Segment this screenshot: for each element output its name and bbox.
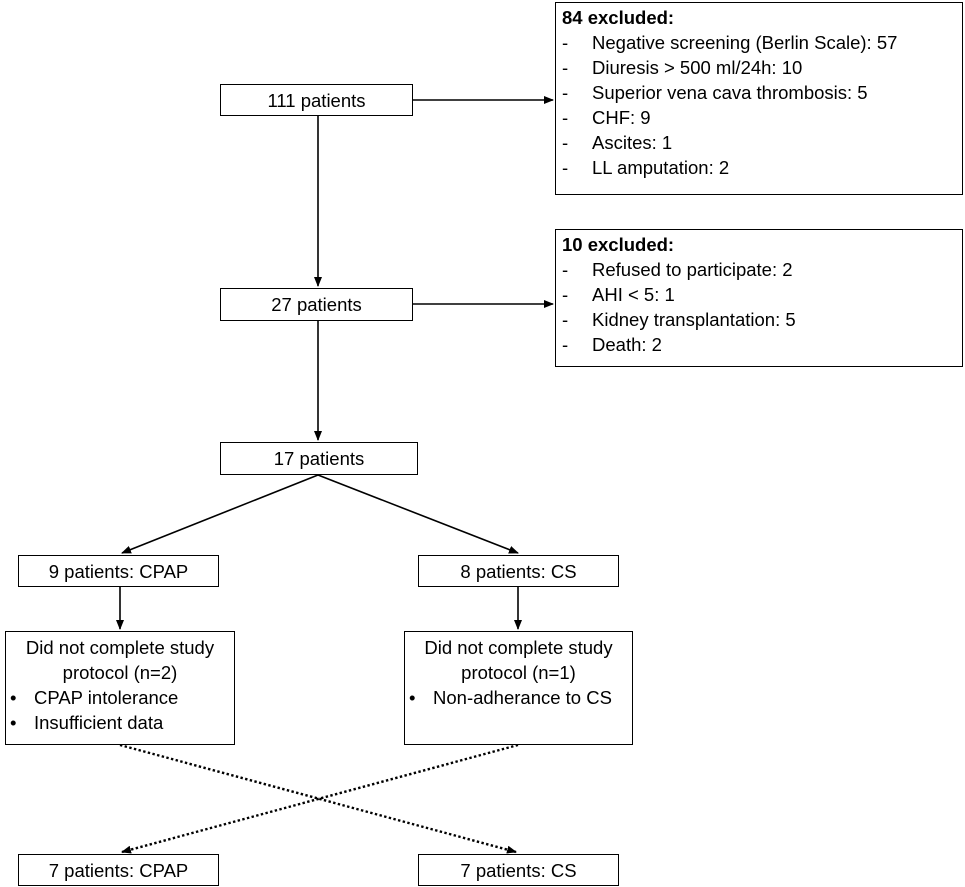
excluded-item: AHI < 5: 1 bbox=[562, 282, 962, 307]
excluded-title: 84 excluded: bbox=[562, 7, 675, 28]
dropout-box-cs: Did not complete study protocol (n=1) No… bbox=[404, 631, 633, 745]
excluded-item: Refused to participate: 2 bbox=[562, 257, 962, 282]
excluded-item: Ascites: 1 bbox=[562, 130, 962, 155]
excluded-box-10: 10 excluded: Refused to participate: 2 A… bbox=[555, 229, 963, 367]
dropout-title: Did not complete study protocol (n=2) bbox=[25, 637, 215, 683]
node-17-patients: 17 patients bbox=[220, 442, 418, 475]
crossover-cpap-to-cs bbox=[119, 743, 517, 854]
node-27-patients: 27 patients bbox=[220, 288, 413, 321]
excluded-item: Negative screening (Berlin Scale): 57 bbox=[562, 30, 962, 55]
dropout-item: Non-adherance to CS bbox=[405, 685, 632, 710]
excluded-item: Superior vena cava thrombosis: 5 bbox=[562, 80, 962, 105]
excluded-list: Refused to participate: 2 AHI < 5: 1 Kid… bbox=[562, 257, 962, 357]
node-7-patients-cpap: 7 patients: CPAP bbox=[18, 854, 219, 886]
node-9-patients-cpap: 9 patients: CPAP bbox=[18, 555, 219, 587]
dropout-box-cpap: Did not complete study protocol (n=2) CP… bbox=[5, 631, 235, 745]
node-111-patients: 111 patients bbox=[220, 84, 413, 116]
node-8-patients-cs: 8 patients: CS bbox=[418, 555, 619, 587]
excluded-title: 10 excluded: bbox=[562, 234, 675, 255]
node-7-patients-cs: 7 patients: CS bbox=[418, 854, 619, 886]
arrow-17-to-cpap bbox=[121, 474, 319, 554]
dropout-list: Non-adherance to CS bbox=[405, 685, 632, 710]
dropout-title: Did not complete study protocol (n=1) bbox=[424, 637, 613, 683]
excluded-item: CHF: 9 bbox=[562, 105, 962, 130]
dropout-item: Insufficient data bbox=[6, 710, 234, 735]
excluded-item: Kidney transplantation: 5 bbox=[562, 307, 962, 332]
excluded-item: LL amputation: 2 bbox=[562, 155, 962, 180]
arrow-17-to-cs bbox=[317, 474, 519, 554]
excluded-item: Death: 2 bbox=[562, 332, 962, 357]
dropout-list: CPAP intolerance Insufficient data bbox=[6, 685, 234, 735]
crossover-cs-to-cpap bbox=[121, 743, 519, 854]
dropout-item: CPAP intolerance bbox=[6, 685, 234, 710]
excluded-item: Diuresis > 500 ml/24h: 10 bbox=[562, 55, 962, 80]
excluded-list: Negative screening (Berlin Scale): 57 Di… bbox=[562, 30, 962, 180]
excluded-box-84: 84 excluded: Negative screening (Berlin … bbox=[555, 2, 963, 195]
